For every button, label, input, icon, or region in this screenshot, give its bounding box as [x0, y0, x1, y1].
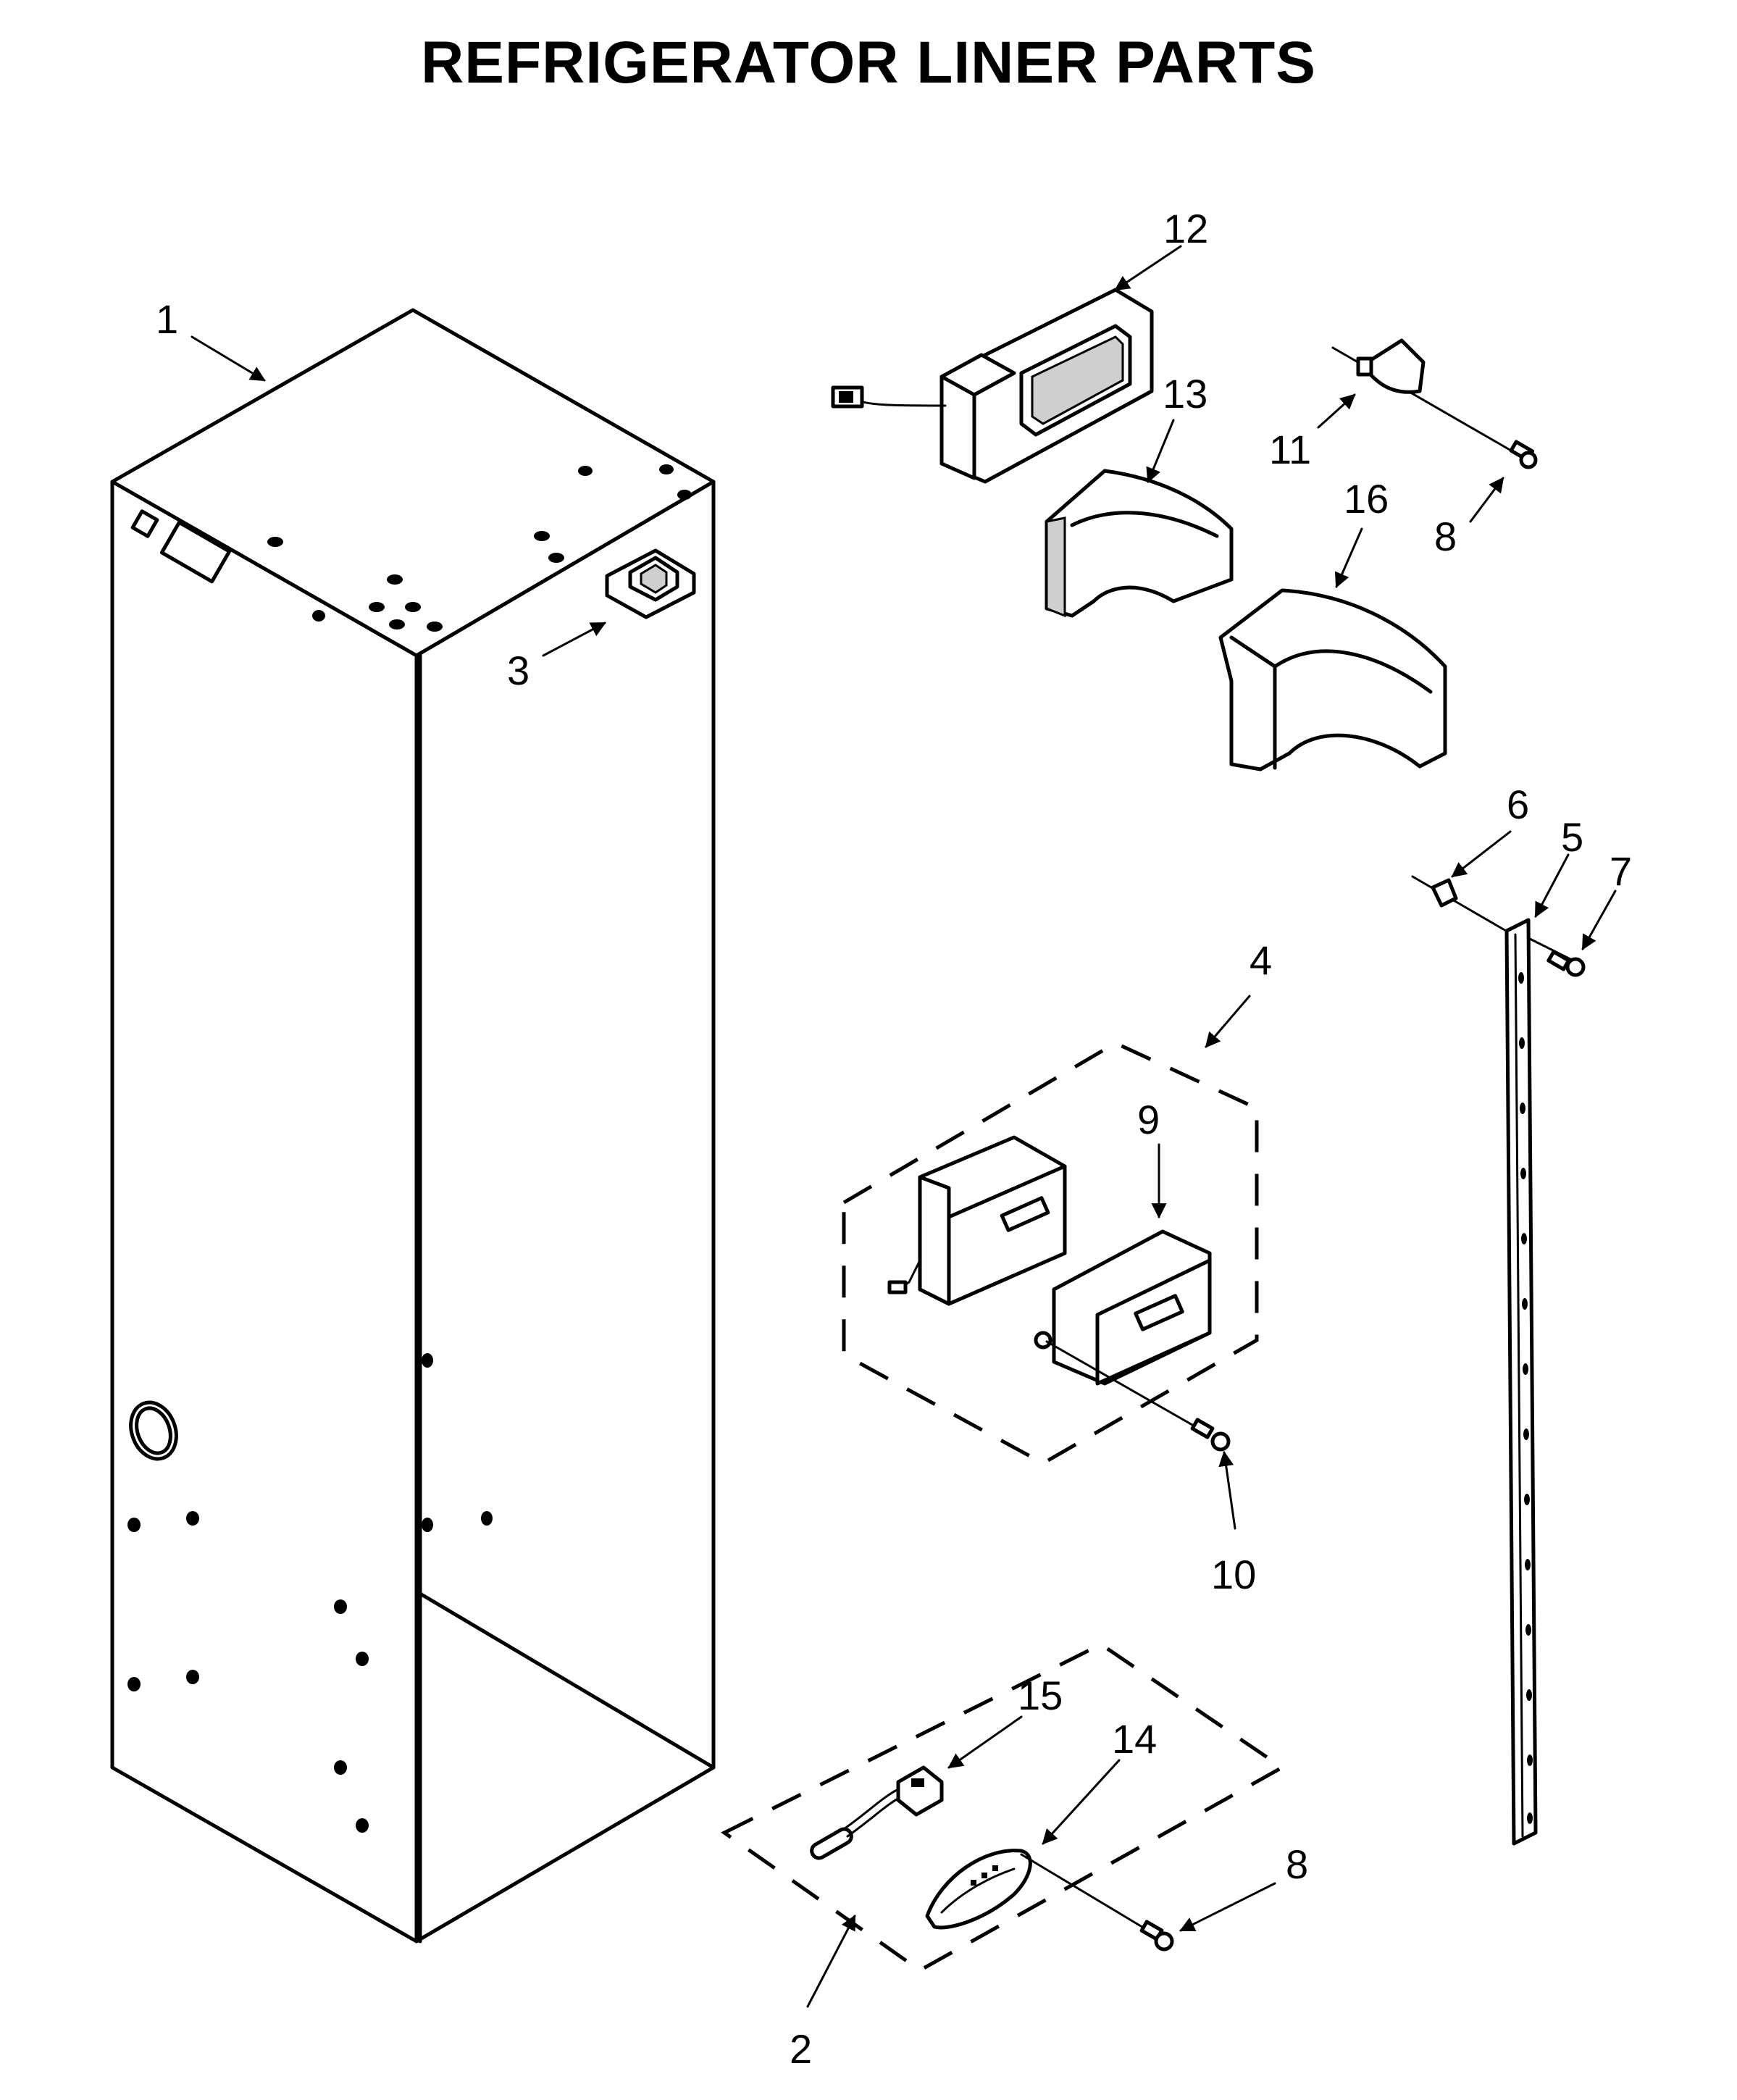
callout-13: 13 [1163, 371, 1207, 417]
callout-8-top: 8 [1434, 514, 1457, 559]
callout-10: 10 [1211, 1552, 1256, 1597]
callout-15: 15 [1018, 1673, 1063, 1718]
callout-16: 16 [1344, 476, 1389, 522]
page-title: REFRIGERATOR LINER PARTS [421, 30, 1316, 96]
part-2-sensor-assembly[interactable] [721, 1642, 1286, 1973]
part-9-control-cover[interactable] [1034, 1229, 1212, 1386]
callout-3: 3 [507, 648, 530, 693]
part-15-sensor-harness[interactable] [809, 1765, 944, 1861]
callout-5: 5 [1561, 814, 1583, 860]
callout-7: 7 [1610, 848, 1632, 894]
callout-11: 11 [1269, 427, 1311, 472]
part-11-bracket[interactable] [1331, 338, 1523, 458]
callout-12: 12 [1163, 206, 1208, 251]
part-5-rail[interactable] [1504, 918, 1538, 1846]
callout-1: 1 [156, 296, 178, 342]
control-housing [887, 1135, 1067, 1306]
part-4-control-assembly[interactable] [842, 1041, 1259, 1465]
callout-labels: 1 2 3 4 5 6 7 8 8 9 10 11 12 13 14 15 16 [156, 206, 1632, 2072]
callout-8-bottom: 8 [1286, 1841, 1308, 1887]
part-1-liner-box[interactable] [110, 308, 716, 1944]
part-7-screw[interactable] [1527, 937, 1586, 977]
part-8-screw-top[interactable] [1509, 440, 1538, 469]
callout-14: 14 [1112, 1716, 1157, 1762]
part-3-clip[interactable] [605, 548, 696, 619]
callout-2: 2 [790, 2026, 812, 2072]
callout-6: 6 [1507, 782, 1529, 827]
part-14-thermistor[interactable] [925, 1849, 1032, 1930]
part-12-light-housing[interactable] [831, 288, 1154, 484]
part-10-screw[interactable] [1190, 1418, 1231, 1452]
part-13-light-shield[interactable] [1045, 469, 1234, 618]
part-8-screw-bottom[interactable] [1139, 1920, 1174, 1952]
leader-arrows [191, 245, 1617, 2008]
callout-9: 9 [1137, 1097, 1160, 1142]
part-16-light-shield[interactable] [1218, 588, 1447, 771]
callout-4: 4 [1250, 937, 1272, 983]
